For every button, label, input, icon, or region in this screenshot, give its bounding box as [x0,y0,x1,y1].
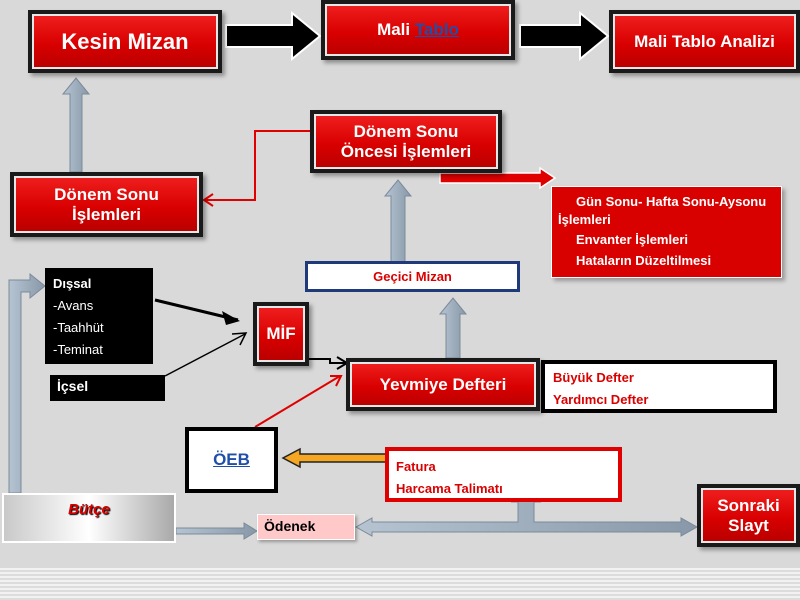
node-donem-sonu-oncesi[interactable]: Dönem Sonu Öncesi İşlemleri [310,110,502,173]
node-odenek[interactable]: Ödenek [257,514,355,540]
node-kesin-mizan[interactable]: Kesin Mizan [28,10,222,73]
arrow-butce-to-dissal [8,272,46,494]
icsel-box: İçsel [50,375,165,401]
arrow-yevmiye-to-gecici [438,297,468,359]
node-mif-label: MİF [266,324,296,343]
mali-tablo-link[interactable]: Tablo [414,20,459,39]
arrow-oncesi-to-donemsonu [205,130,310,201]
arrow-fatura-to-oeb [281,447,389,469]
defterler-box: Büyük Defter Yardımcı Defter [541,360,777,413]
footer-stripes [0,568,800,600]
arrow-gecici-to-oncesi [383,179,413,263]
node-mali-tablo-analizi[interactable]: Mali Tablo Analizi [609,10,800,73]
node-yevmiye-defteri[interactable]: Yevmiye Defteri [346,358,540,411]
dissal-title: Dışsal [53,276,92,291]
fatura-box: Fatura Harcama Talimatı [385,447,622,502]
node-gecici-mizan-label: Geçici Mizan [373,269,452,284]
node-mali-tablo-analizi-label: Mali Tablo Analizi [634,31,775,51]
arrow-mif-to-yevmiye [308,358,346,364]
node-mali-tablo[interactable]: Mali Tablo [321,0,515,60]
hatalar-item: Hataların Düzeltilmesi [576,253,712,268]
dissal-item: -Teminat [53,342,103,357]
node-odenek-label: Ödenek [264,518,316,534]
harcama-talimati-item: Harcama Talimatı [396,481,503,496]
yardimci-defter-item: Yardımcı Defter [553,392,649,407]
arrow-kesin-to-mali [225,10,322,62]
arrow-oeb-to-yevmiye [254,375,341,428]
fatura-item: Fatura [396,459,436,474]
dissal-item: -Avans [53,298,94,313]
sonraki-slayt-button[interactable]: Sonraki Slayt [697,484,800,547]
node-kesin-mizan-label: Kesin Mizan [61,28,189,54]
buyuk-defter-item: Büyük Defter [553,370,634,385]
dissal-box: Dışsal -Avans -Taahhüt -Teminat [45,268,153,364]
node-mali-tablo-label: Mali Tablo [377,20,459,39]
node-yevmiye-defteri-label: Yevmiye Defteri [379,374,507,394]
arrow-icsel-to-mif [164,333,246,377]
arrow-donemsonu-to-kesin [61,77,91,173]
node-mif[interactable]: MİF [253,302,309,366]
node-donem-sonu[interactable]: Dönem Sonu İşlemleri [10,172,203,237]
node-oeb[interactable]: ÖEB [185,427,278,493]
arrow-butce-to-odenek [175,522,258,540]
node-butce-label: Bütçe [68,501,110,518]
oeb-link[interactable]: ÖEB [213,450,250,469]
gun-sonu-box: Gün Sonu- Hafta Sonu-Aysonu İşlemleri En… [551,186,782,278]
gun-sonu-item: Gün Sonu- Hafta Sonu-Aysonu İşlemleri [558,194,767,227]
dissal-item: -Taahhüt [53,320,104,335]
envanter-item: Envanter İşlemleri [576,232,688,247]
icsel-label: İçsel [57,378,89,394]
arrow-dissal-to-mif [154,298,239,322]
arrow-mali-to-analiz [519,10,610,62]
node-butce[interactable]: Bütçe [2,493,176,543]
node-gecici-mizan[interactable]: Geçici Mizan [305,261,520,292]
